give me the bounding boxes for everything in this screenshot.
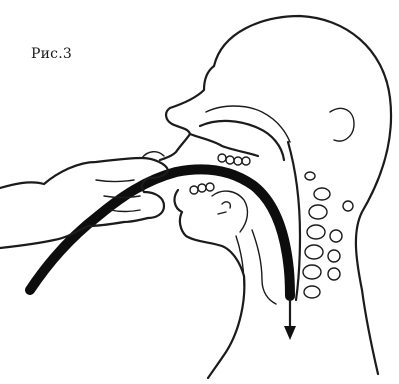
upper-teeth <box>218 154 250 165</box>
spine-vertebrae <box>303 172 353 298</box>
lower-jaw <box>175 190 244 276</box>
lower-teeth <box>190 183 214 194</box>
tongue <box>212 191 247 232</box>
larynx <box>252 230 276 304</box>
probe-tube <box>30 169 290 296</box>
ear <box>330 108 354 141</box>
upper-lip <box>190 134 258 156</box>
epiglottis <box>218 202 230 214</box>
face-profile <box>160 66 214 160</box>
figure-caption: Рис.3 <box>31 46 72 62</box>
hand-outline <box>0 158 168 248</box>
direction-arrow-head <box>284 326 296 340</box>
throat-front <box>208 276 244 378</box>
